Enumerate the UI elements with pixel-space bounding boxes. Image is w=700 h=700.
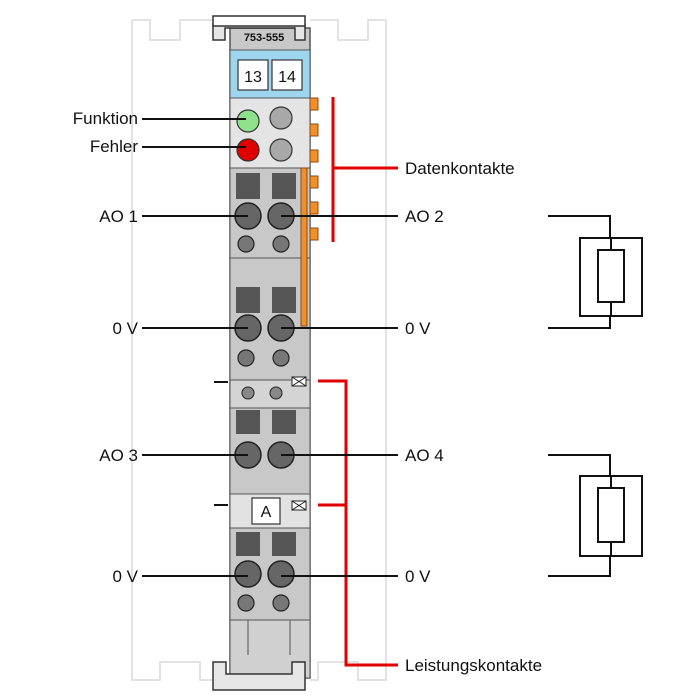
test-point-0v-1: [237, 349, 255, 367]
label-0v-right-2: 0 V: [405, 567, 431, 586]
label-funktion: Funktion: [73, 109, 138, 128]
coding-section: A: [229, 493, 311, 529]
clamp-0v-3[interactable]: [234, 560, 262, 588]
release-slot-ao2[interactable]: [272, 173, 296, 199]
top-clip-edge: [212, 15, 306, 27]
label-ao4: AO 4: [405, 446, 444, 465]
release-slot-ao3[interactable]: [236, 410, 260, 434]
jumper-contact-2: [269, 386, 283, 400]
label-ao2: AO 2: [405, 207, 444, 226]
led-d: [269, 138, 293, 162]
release-slot-ao4[interactable]: [272, 410, 296, 434]
power-jumper-section: [229, 376, 311, 409]
load-symbol-1: [548, 215, 643, 329]
coding-label-box: [251, 497, 281, 525]
datenkontakte-bracket: [331, 97, 398, 242]
load-symbol-2: [548, 454, 643, 577]
jumper-contact-1: [241, 386, 255, 400]
test-point-0v-3: [237, 594, 255, 612]
release-slot-0v-4[interactable]: [272, 532, 296, 556]
label-0v-left-2: 0 V: [112, 567, 138, 586]
terminal-block-3: [229, 407, 311, 495]
io-module: 753-555 13 14 A B C D: [212, 15, 311, 691]
test-point-ao2: [272, 235, 290, 253]
release-slot-0v-1[interactable]: [236, 287, 260, 313]
data-contacts: [300, 97, 319, 327]
clamp-0v-4[interactable]: [267, 560, 295, 588]
label-ao1: AO 1: [99, 207, 138, 226]
bottom-clip: [212, 661, 306, 691]
test-point-0v-2: [272, 349, 290, 367]
label-fehler: Fehler: [90, 137, 139, 156]
label-0v-right-1: 0 V: [405, 319, 431, 338]
label-ao3: AO 3: [99, 446, 138, 465]
top-clip: [212, 23, 306, 41]
marker-label-left: 13: [244, 69, 262, 86]
release-slot-0v-3[interactable]: [236, 532, 260, 556]
marker-tag-left: [237, 59, 269, 91]
label-leistungskontakte: Leistungskontakte: [405, 656, 542, 675]
part-number: 753-555: [244, 32, 284, 44]
background-rail-outline: [131, 19, 387, 681]
led-error-red: [236, 138, 260, 162]
label-datenkontakte: Datenkontakte: [405, 159, 515, 178]
led-letter-a: A: [234, 104, 240, 114]
test-point-ao1: [237, 235, 255, 253]
terminal-block-4: [229, 527, 311, 621]
leistungskontakte-bracket: [318, 379, 398, 667]
coding-letter: A: [261, 504, 272, 521]
led-letter-c: C: [293, 115, 304, 132]
data-contact-strip: [300, 167, 308, 327]
led-letter-b: B: [234, 134, 240, 144]
led-c: [269, 106, 293, 130]
test-point-0v-4: [272, 594, 290, 612]
led-function-green: [236, 109, 260, 133]
marker-label-right: 14: [278, 69, 296, 86]
terminal-block-1: [229, 167, 311, 259]
label-0v-left-1: 0 V: [112, 319, 138, 338]
led-letter-d: D: [293, 147, 304, 164]
release-slot-ao1[interactable]: [236, 173, 260, 199]
release-slot-0v-2[interactable]: [272, 287, 296, 313]
marker-tag-right: [271, 59, 303, 91]
terminal-block-2: [229, 257, 311, 381]
lead-lines: [142, 118, 398, 577]
